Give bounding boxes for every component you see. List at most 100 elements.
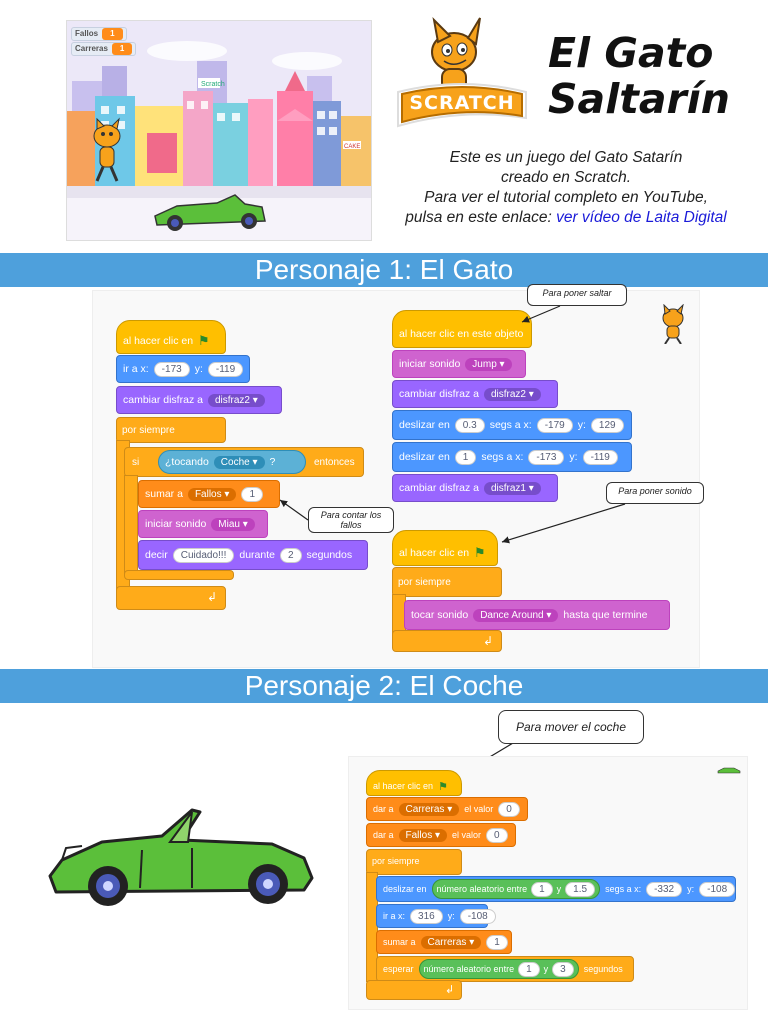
- variable-dropdown[interactable]: Fallos ▾: [187, 487, 237, 501]
- forever-label: por siempre: [398, 577, 451, 588]
- set-variable-block[interactable]: dar a Carreras ▾ el valor 0: [366, 797, 528, 821]
- set-variable-block[interactable]: dar a Fallos ▾ el valor 0: [366, 823, 516, 847]
- value-input[interactable]: 0: [498, 801, 520, 817]
- y-input[interactable]: -108: [699, 881, 736, 897]
- block-label: y:: [447, 911, 455, 921]
- y-input[interactable]: -119: [207, 361, 244, 377]
- change-variable-block[interactable]: sumar a Carreras ▾ 1: [376, 930, 512, 954]
- glide-to-xy-block[interactable]: deslizar en 0.3 segs a x: -179 y: 129: [392, 410, 632, 440]
- variable-monitor-carreras: Carreras 1: [71, 42, 137, 56]
- note-jump: Para poner saltar: [527, 284, 627, 306]
- block-label: segundos: [306, 549, 353, 561]
- block-label: sumar a: [145, 488, 183, 500]
- note-move-car: Para mover el coche: [498, 710, 644, 744]
- value-input[interactable]: 1: [241, 486, 263, 502]
- touching-dropdown[interactable]: Coche ▾: [213, 455, 265, 469]
- value-input[interactable]: 0: [486, 827, 508, 843]
- block-label: cambiar disfraz a: [123, 394, 203, 406]
- block-label: decir: [145, 549, 168, 561]
- game-stage-preview: Scratch CAKE: [66, 20, 372, 241]
- secs-input[interactable]: 1: [454, 449, 477, 465]
- desc-line-3: Para ver el tutorial completo en YouTube…: [424, 189, 708, 206]
- x-input[interactable]: -179: [536, 417, 573, 433]
- then-label: entonces: [314, 457, 355, 468]
- switch-costume-block[interactable]: cambiar disfraz a disfraz1 ▾: [392, 474, 558, 502]
- wait-block[interactable]: esperar número aleatorio entre 1 y 3 seg…: [376, 956, 634, 982]
- loop-arrow-icon: ↲: [445, 984, 455, 996]
- glide-to-xy-block[interactable]: deslizar en número aleatorio entre 1 y 1…: [376, 876, 736, 902]
- x-input[interactable]: 316: [410, 908, 443, 924]
- cake-sign: CAKE: [344, 144, 360, 150]
- sound-dropdown[interactable]: Dance Around ▾: [473, 608, 559, 622]
- city-background: Scratch CAKE: [67, 21, 371, 240]
- switch-costume-block[interactable]: cambiar disfraz a disfraz2 ▾: [392, 380, 558, 408]
- forever-bottom: ↲: [116, 586, 226, 610]
- start-sound-block[interactable]: iniciar sonido Miau ▾: [138, 510, 268, 538]
- costume-dropdown[interactable]: disfraz1 ▾: [483, 481, 541, 495]
- block-label: y:: [569, 451, 578, 463]
- costume-dropdown[interactable]: disfraz2 ▾: [483, 387, 541, 401]
- when-sprite-clicked-block[interactable]: al hacer clic en este objeto: [392, 310, 532, 348]
- secs-input[interactable]: 2: [279, 547, 302, 563]
- variable-dropdown[interactable]: Fallos ▾: [398, 828, 448, 842]
- block-label: ir a x:: [383, 911, 406, 921]
- car-sprite-thumbnail: [716, 762, 742, 774]
- block-label: al hacer clic en: [123, 335, 194, 347]
- block-label: deslizar en: [383, 884, 427, 894]
- min-input[interactable]: 1: [531, 881, 553, 897]
- sound-dropdown[interactable]: Miau ▾: [211, 517, 255, 531]
- when-flag-clicked-block[interactable]: al hacer clic en ⚑: [366, 770, 462, 796]
- loop-arrow-icon: ↲: [483, 634, 494, 648]
- forever-block[interactable]: [392, 567, 502, 597]
- y-input[interactable]: -108: [459, 908, 496, 924]
- block-label: sumar a: [383, 937, 416, 947]
- y-input[interactable]: -119: [582, 449, 618, 465]
- variable-dropdown[interactable]: Carreras ▾: [398, 802, 460, 816]
- cat-sprite: [93, 117, 121, 182]
- section-1-banner: Personaje 1: El Gato: [0, 253, 768, 287]
- youtube-link[interactable]: ver vídeo de Laita Digital: [556, 209, 727, 226]
- costume-dropdown[interactable]: disfraz2 ▾: [207, 393, 265, 407]
- block-label: el valor: [464, 804, 494, 814]
- block-label: y:: [577, 419, 586, 431]
- glide-to-xy-block[interactable]: deslizar en 1 segs a x: -173 y: -119: [392, 442, 632, 472]
- message-input[interactable]: Cuidado!!!: [172, 547, 235, 563]
- loop-arrow-icon: ↲: [207, 590, 218, 604]
- block-label: dar a: [373, 804, 394, 814]
- forever-block[interactable]: [116, 417, 226, 443]
- block-label: y:: [687, 884, 695, 894]
- x-input[interactable]: -332: [646, 881, 683, 897]
- when-flag-clicked-block[interactable]: al hacer clic en ⚑: [116, 320, 226, 354]
- block-label: segs a x:: [605, 884, 642, 894]
- go-to-xy-block[interactable]: ir a x: 316 y: -108: [376, 904, 496, 928]
- start-sound-block[interactable]: iniciar sonido Jump ▾: [392, 350, 526, 378]
- forever-block[interactable]: [366, 849, 462, 875]
- block-label: al hacer clic en: [373, 781, 434, 791]
- max-input[interactable]: 1.5: [565, 881, 596, 897]
- touching-sensor-block[interactable]: ¿tocando Coche ▾ ?: [158, 450, 306, 474]
- min-input[interactable]: 1: [518, 961, 540, 977]
- secs-input[interactable]: 0.3: [454, 417, 485, 433]
- block-label: ¿tocando: [165, 456, 209, 468]
- when-flag-clicked-block[interactable]: al hacer clic en ⚑: [392, 530, 498, 566]
- car-illustration: [42, 800, 324, 917]
- x-input[interactable]: -173: [153, 361, 190, 377]
- value-input[interactable]: 1: [486, 934, 508, 950]
- cat-sprite-thumbnail: [656, 303, 690, 349]
- sound-dropdown[interactable]: Jump ▾: [465, 357, 512, 371]
- change-variable-block[interactable]: sumar a Fallos ▾ 1: [138, 480, 280, 508]
- forever-label: por siempre: [372, 856, 420, 866]
- scratch-sign: Scratch: [201, 81, 225, 88]
- play-sound-until-done-block[interactable]: tocar sonido Dance Around ▾ hasta que te…: [404, 600, 670, 630]
- go-to-xy-block[interactable]: ir a x: -173 y: -119: [116, 355, 250, 383]
- random-block[interactable]: número aleatorio entre 1 y 3: [418, 959, 579, 979]
- switch-costume-block[interactable]: cambiar disfraz a disfraz2 ▾: [116, 386, 282, 414]
- block-label: y:: [194, 363, 203, 375]
- random-block[interactable]: número aleatorio entre 1 y 1.5: [431, 879, 601, 899]
- y-input[interactable]: 129: [590, 417, 624, 433]
- title-line-1: El Gato: [548, 29, 714, 77]
- max-input[interactable]: 3: [552, 961, 574, 977]
- variable-dropdown[interactable]: Carreras ▾: [420, 935, 482, 949]
- say-for-secs-block[interactable]: decir Cuidado!!! durante 2 segundos: [138, 540, 368, 570]
- x-input[interactable]: -173: [528, 449, 565, 465]
